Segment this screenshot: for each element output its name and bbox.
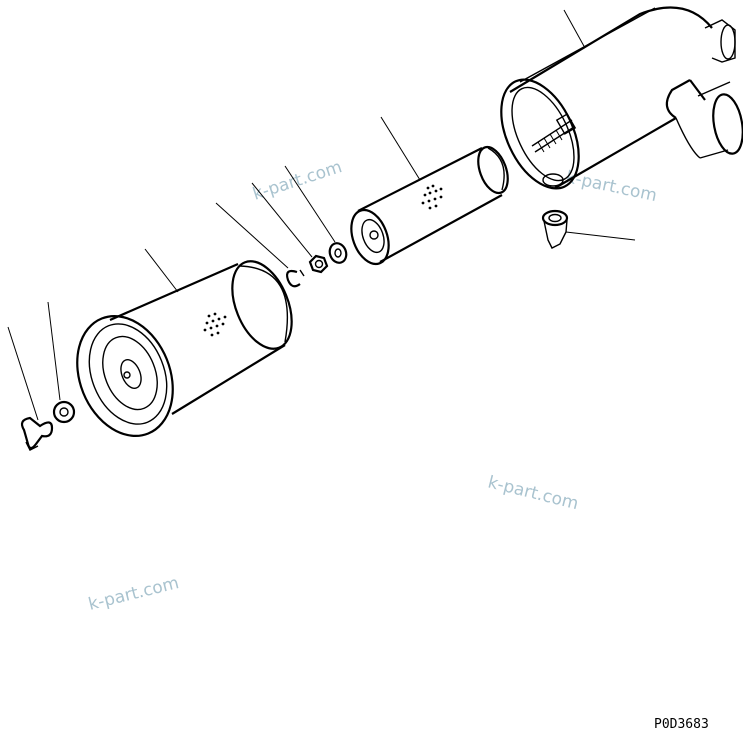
leader-line (380, 116, 421, 181)
wing-nut (7, 326, 54, 451)
watermark: k-part.com (486, 472, 581, 514)
perforation-pattern (421, 184, 443, 210)
snap-ring (215, 202, 305, 288)
air-cleaner-housing (500, 6, 743, 190)
primary-element (76, 248, 293, 438)
perforation-pattern (203, 312, 227, 337)
leader-line (563, 9, 586, 49)
leader-line (284, 165, 336, 243)
drawing-code: P0D3683 (654, 717, 709, 732)
watermark: k-part.com (564, 167, 659, 206)
safety-element (350, 116, 509, 266)
leader-line (215, 202, 289, 269)
leader-line (7, 326, 39, 421)
evacuator-valve (541, 209, 636, 249)
washer (284, 165, 348, 264)
leader-line (565, 231, 636, 241)
leader-line (251, 182, 313, 258)
watermark: k-part.com (250, 157, 344, 205)
watermark: k-part.com (86, 573, 181, 615)
leader-line (47, 301, 61, 401)
leader-line (144, 248, 179, 293)
nut (251, 182, 329, 274)
seal-washer (47, 301, 76, 424)
